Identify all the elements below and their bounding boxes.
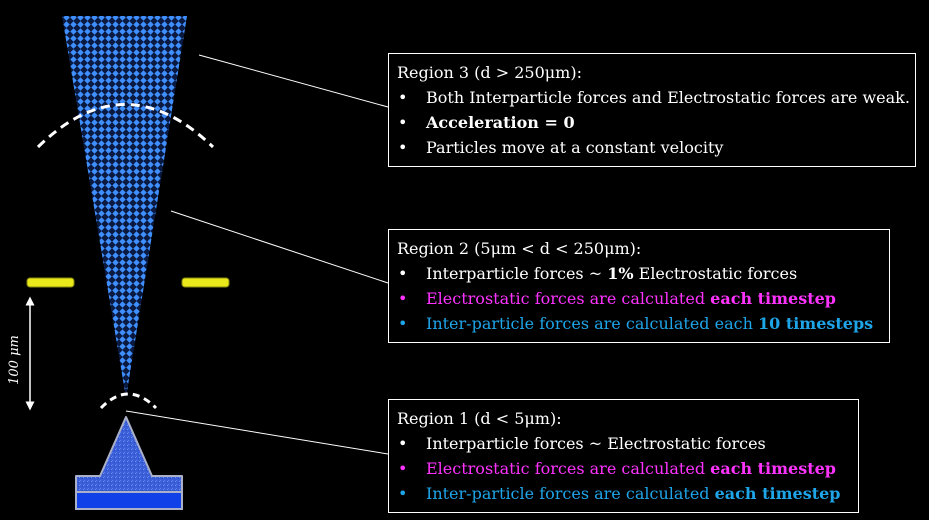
bullet-text: Inter-particle forces are calculated <box>426 484 715 503</box>
region-1-title: Region 1 (d < 5μm): <box>397 409 562 428</box>
region1-bullet: Electrostatic forces are calculated each… <box>397 456 848 481</box>
region2-bullet: Interparticle forces ~ 1% Electrostatic … <box>397 261 879 286</box>
region2-bullet: Inter-particle forces are calculated eac… <box>397 311 879 336</box>
particle-beam <box>62 16 187 398</box>
region1-bullet: Inter-particle forces are calculated eac… <box>397 481 848 506</box>
emitter-tip <box>75 416 183 493</box>
region3-bullet: Both Interparticle forces and Electrosta… <box>397 85 910 110</box>
scale-label: 100 μm <box>6 335 22 385</box>
region-1-bullets: Interparticle forces ~ Electrostatic for… <box>397 431 848 506</box>
region3-bullet: Acceleration = 0 <box>397 110 905 135</box>
left-electrode <box>26 277 75 288</box>
bullet-text: Electrostatic forces <box>633 264 798 283</box>
region-3-box: Region 3 (d > 250μm): Both Interparticle… <box>388 53 916 167</box>
bullet-text: Acceleration = 0 <box>426 113 575 132</box>
emitter-base <box>75 491 183 510</box>
bullet-text: each timestep <box>710 289 836 308</box>
bullet-text: Interparticle forces ~ <box>426 264 608 283</box>
bullet-text: Interparticle forces ~ Electrostatic for… <box>426 434 766 453</box>
region3-bullet: Particles move at a constant velocity <box>397 135 905 160</box>
region-3-title: Region 3 (d > 250μm): <box>397 63 582 82</box>
region2-bullet: Electrostatic forces are calculated each… <box>397 286 879 311</box>
bullet-text: 1% <box>607 264 634 283</box>
region-3-bullets: Both Interparticle forces and Electrosta… <box>397 85 910 160</box>
region-3-boundary-arc <box>36 103 215 149</box>
region-1-boundary-arc <box>99 392 158 410</box>
region-1-leader-line <box>125 410 389 455</box>
region-2-title: Region 2 (5μm < d < 250μm): <box>397 239 642 258</box>
bullet-text: Particles move at a constant velocity <box>426 138 724 157</box>
bullet-text: Electrostatic forces are calculated <box>426 289 711 308</box>
bullet-text: Both Interparticle forces and Electrosta… <box>426 88 910 107</box>
region-2-bullets: Interparticle forces ~ 1% Electrostatic … <box>397 261 879 336</box>
region-3-leader-line <box>198 54 389 108</box>
bullet-text: 10 timesteps <box>757 314 874 333</box>
bullet-text: Inter-particle forces are calculated eac… <box>426 314 758 333</box>
region-2-leader-line <box>170 210 389 284</box>
region1-bullet: Interparticle forces ~ Electrostatic for… <box>397 431 848 456</box>
region-1-box: Region 1 (d < 5μm): Interparticle forces… <box>388 399 859 513</box>
bullet-text: Electrostatic forces are calculated <box>426 459 711 478</box>
bullet-text: each timestep <box>714 484 841 503</box>
region-2-box: Region 2 (5μm < d < 250μm): Interparticl… <box>388 229 890 343</box>
bullet-text: each timestep <box>710 459 836 478</box>
right-electrode <box>181 277 230 288</box>
